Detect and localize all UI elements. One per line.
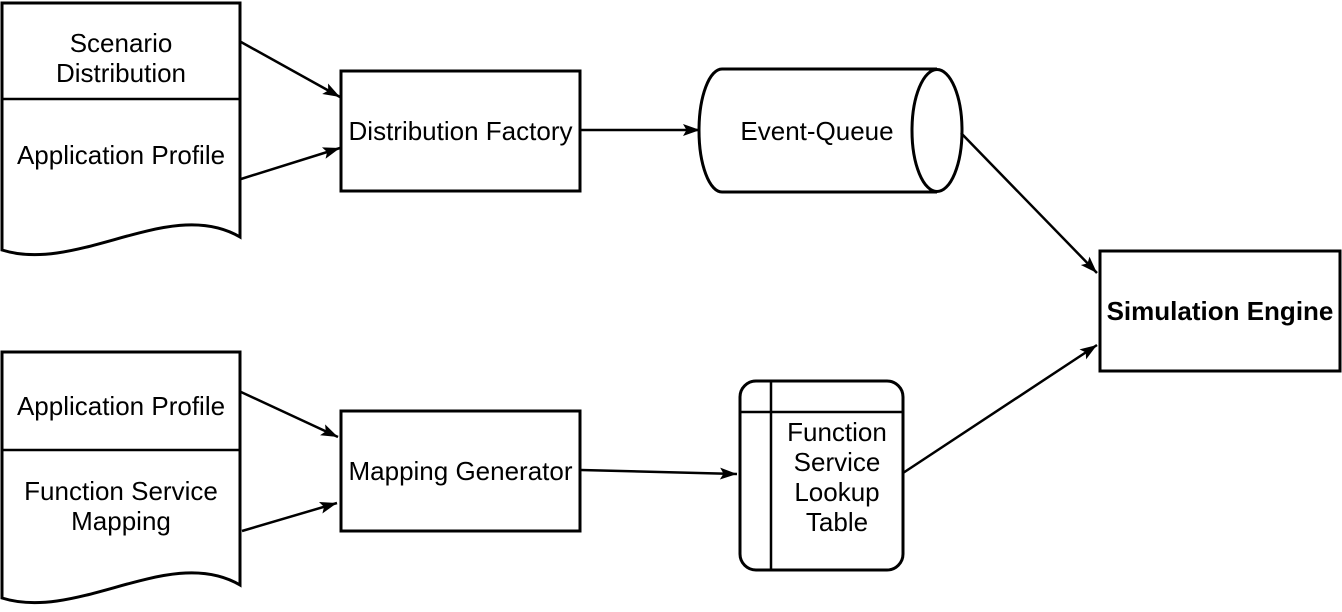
diagram-arrows	[240, 40, 1098, 533]
arrow-scenario-distribution-to-distribution-factory	[240, 40, 341, 99]
arrow-application-profile-to-mapping-generator	[240, 390, 339, 439]
function-service-lookup-table-label: Function Service Lookup Table	[787, 417, 887, 537]
scenario-distribution-label: Scenario Distribution	[55, 28, 187, 88]
application-profile-top-label: Application Profile	[16, 140, 226, 170]
application-profile-bottom-label: Application Profile	[16, 391, 226, 421]
document-shape-bottom	[0, 350, 242, 605]
arrow-lookup-table-to-simulation-engine	[902, 343, 1098, 475]
distribution-factory-box	[339, 69, 582, 193]
document-shape-top	[0, 1, 242, 257]
distribution-factory-label: Distribution Factory	[348, 116, 573, 146]
arrow-function-service-mapping-to-mapping-generator	[241, 501, 338, 533]
mapping-generator-label: Mapping Generator	[348, 456, 573, 486]
lookup-table-outline	[738, 379, 905, 572]
simulation-engine-label: Simulation Engine	[1106, 296, 1334, 326]
event-queue-cylinder-cap	[910, 68, 964, 193]
lookup-table-shape	[738, 379, 905, 572]
event-queue-label: Event-Queue	[740, 115, 894, 146]
mapping-generator-box	[339, 409, 582, 533]
arrow-mapping-generator-to-lookup-table	[580, 467, 738, 480]
function-service-mapping-label: Function Service Mapping	[24, 476, 218, 536]
simulation-engine-box	[1098, 249, 1342, 373]
arrow-application-profile-to-distribution-factory	[240, 146, 341, 181]
arrow-event-queue-to-simulation-engine	[960, 132, 1098, 274]
